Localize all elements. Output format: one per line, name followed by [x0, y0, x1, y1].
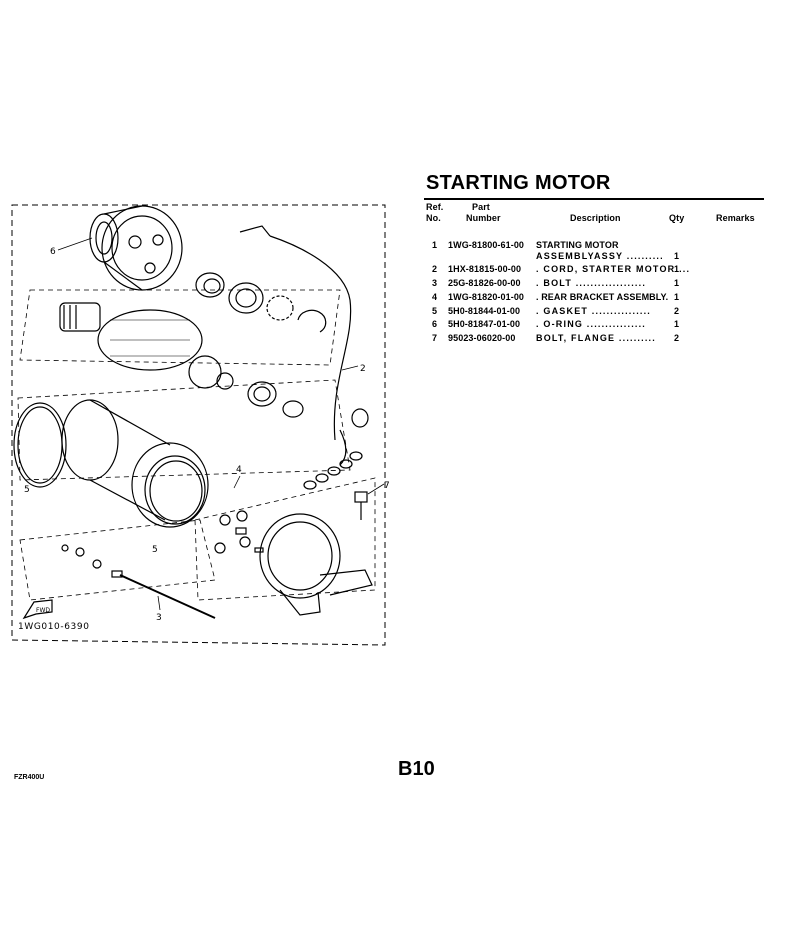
- exploded-diagram: FWD 6 2 4 5 5 7 3: [11, 204, 390, 646]
- page-code: B10: [398, 758, 435, 780]
- header-description: Description: [570, 213, 621, 223]
- cord-drawing: [239, 225, 369, 466]
- table-row: 4 1WG-81820-01-00 . REAR BRACKET ASSEMBL…: [424, 292, 764, 306]
- qty: 2: [674, 333, 680, 343]
- washers-drawing: [195, 272, 327, 333]
- part-number: 25G-81826-00-00: [448, 278, 521, 288]
- diagram-code: 1WG010-6390: [18, 622, 90, 632]
- table-row: 3 25G-81826-00-00 . BOLT ...............…: [424, 278, 764, 292]
- springs-drawing: [303, 451, 363, 490]
- yoke-drawing: [13, 379, 351, 528]
- flange-bolt-drawing: [354, 491, 368, 520]
- part-number: 1HX-81815-00-00: [448, 264, 522, 274]
- qty: 1: [674, 278, 680, 288]
- diagram-border: [11, 204, 386, 646]
- description: . O-RING ................: [536, 319, 647, 329]
- part-number: 95023-06020-00: [448, 333, 516, 343]
- description: . REAR BRACKET ASSEMBLY.: [536, 292, 669, 302]
- page-title: STARTING MOTOR: [426, 172, 611, 194]
- description: . CORD, STARTER MOTOR ...: [536, 264, 691, 274]
- qty: 1: [674, 251, 680, 261]
- table-row: 7 95023-06020-00 BOLT, FLANGE ..........…: [424, 333, 764, 347]
- long-bolt-drawing: [111, 570, 216, 619]
- callout-7: 7: [384, 481, 390, 491]
- ref-no: 7: [432, 333, 438, 343]
- armature-drawing: [19, 289, 341, 418]
- part-number: 1WG-81800-61-00: [448, 240, 525, 250]
- ref-no: 2: [432, 264, 438, 274]
- small-parts-drawing: [19, 519, 216, 601]
- description: BOLT, FLANGE ..........: [536, 333, 656, 343]
- part-number: 5H0-81844-01-00: [448, 306, 521, 316]
- ref-no: 5: [432, 306, 438, 316]
- description-cont: ASSEMBLYASSY ..........: [536, 251, 664, 261]
- header-qty: Qty: [669, 213, 685, 223]
- callout-4: 4: [236, 465, 242, 475]
- part-number: 5H0-81847-01-00: [448, 319, 521, 329]
- callout-5a: 5: [24, 485, 30, 495]
- header-ref: Ref.: [426, 202, 444, 212]
- table-row: 2 1HX-81815-00-00 . CORD, STARTER MOTOR …: [424, 264, 764, 278]
- qty: 2: [674, 306, 680, 316]
- ref-no: 6: [432, 319, 438, 329]
- header-part: Part: [472, 202, 490, 212]
- table-row: 1 1WG-81800-61-00 STARTING MOTOR ASSEMBL…: [424, 240, 764, 264]
- ref-no: 3: [432, 278, 438, 288]
- header-number: Number: [466, 213, 501, 223]
- fwd-arrow-icon: FWD: [22, 599, 53, 620]
- front-bracket-drawing: [89, 205, 183, 291]
- qty: 1: [674, 319, 680, 329]
- table-row: 6 5H0-81847-01-00 . O-RING .............…: [424, 319, 764, 333]
- qty: 1: [674, 292, 680, 302]
- title-rule: [424, 198, 764, 200]
- callout-3: 3: [156, 613, 162, 623]
- description: . BOLT ...................: [536, 278, 647, 288]
- description: . GASKET ................: [536, 306, 652, 316]
- part-number: 1WG-81820-01-00: [448, 292, 525, 302]
- callout-6: 6: [50, 247, 56, 257]
- svg-text:FWD: FWD: [36, 607, 50, 614]
- ref-no: 1: [432, 240, 438, 250]
- callout-2: 2: [360, 364, 366, 374]
- header-no: No.: [426, 213, 441, 223]
- rear-bracket-drawing: [194, 477, 376, 616]
- qty: 1: [674, 264, 680, 274]
- description: STARTING MOTOR: [536, 240, 619, 250]
- model-code: FZR400U: [14, 774, 45, 781]
- table-row: 5 5H0-81844-01-00 . GASKET .............…: [424, 306, 764, 320]
- ref-no: 4: [432, 292, 438, 302]
- header-remarks: Remarks: [716, 213, 755, 223]
- callout-5b: 5: [152, 545, 158, 555]
